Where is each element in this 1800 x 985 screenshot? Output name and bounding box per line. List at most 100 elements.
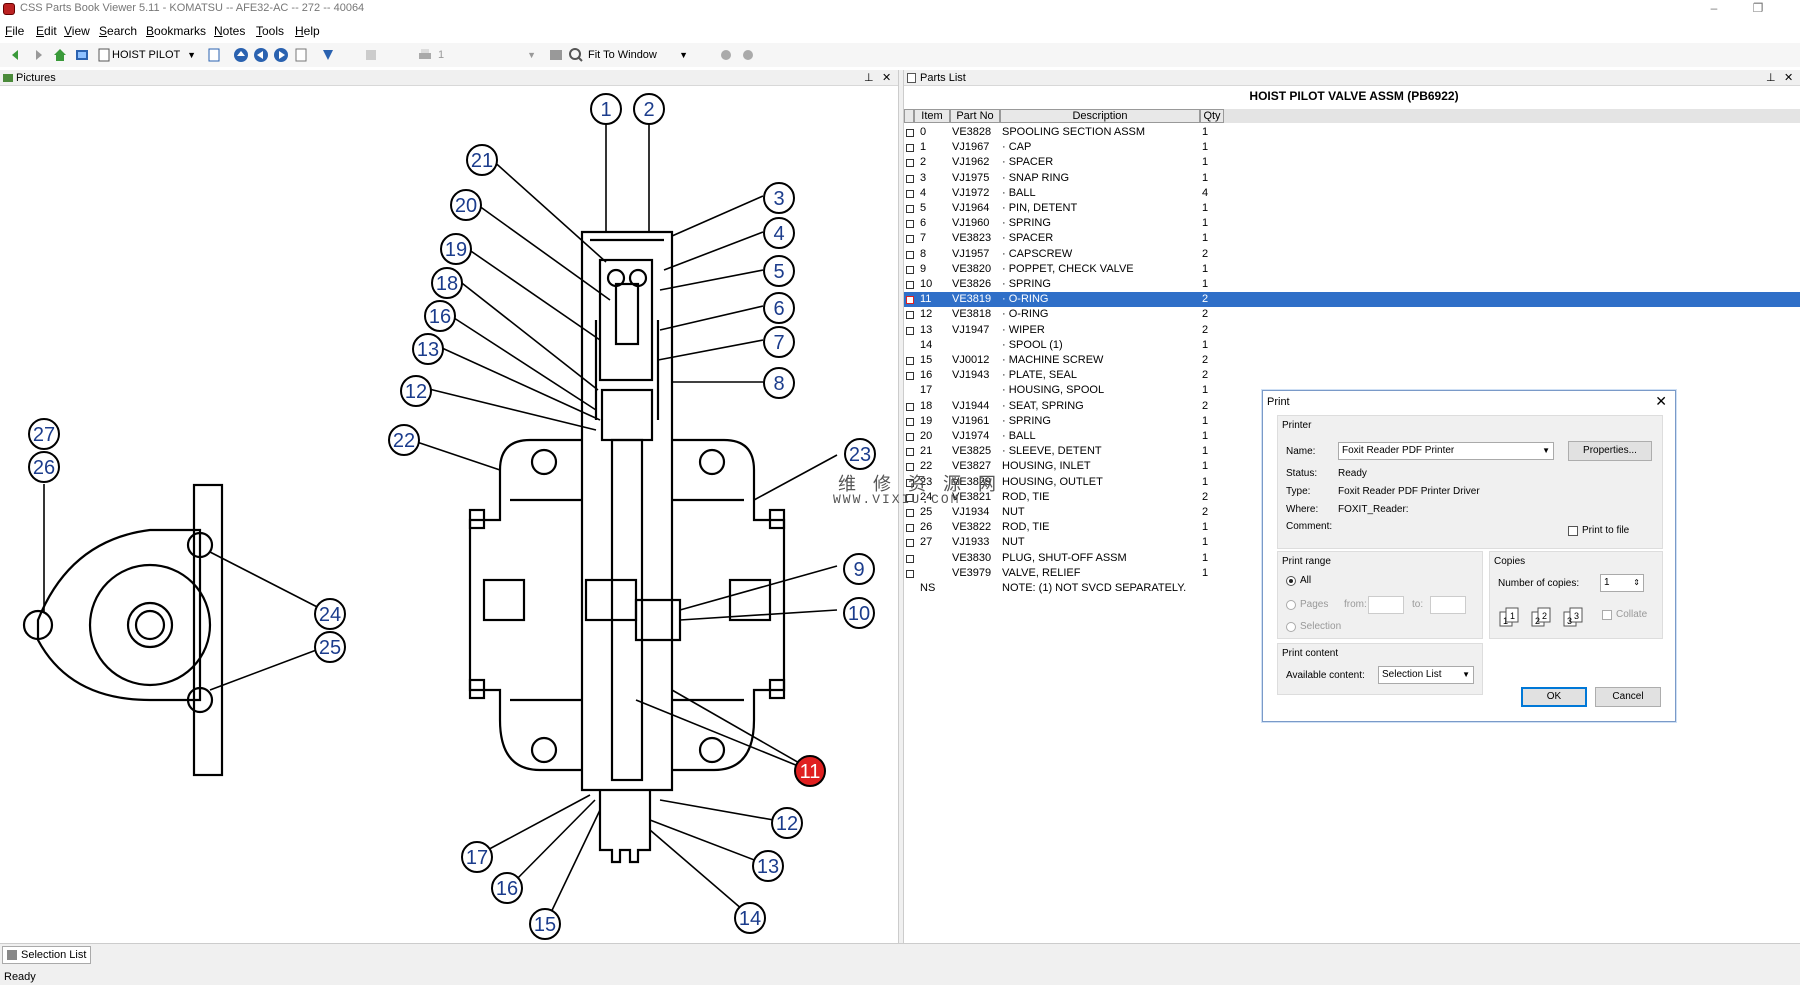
header-qty[interactable]: Qty: [1200, 109, 1224, 123]
header-item[interactable]: Item: [914, 109, 950, 123]
menu-tools[interactable]: Tools: [256, 24, 285, 38]
to-input[interactable]: [1430, 596, 1466, 614]
bookmark-icon[interactable]: [320, 47, 336, 63]
callout-7[interactable]: 7: [763, 326, 795, 358]
callout-6[interactable]: 6: [763, 292, 795, 324]
zoom-fit-icon[interactable]: [568, 47, 584, 63]
header-check-column[interactable]: [904, 109, 914, 123]
callout-2[interactable]: 2: [633, 93, 665, 125]
menu-edit[interactable]: Edit: [36, 24, 57, 38]
home-icon[interactable]: [52, 47, 68, 63]
ok-button[interactable]: OK: [1521, 687, 1587, 707]
print-to-file-checkbox[interactable]: [1568, 526, 1578, 536]
pane-splitter[interactable]: [898, 70, 904, 943]
previous-icon[interactable]: [253, 47, 269, 63]
callout-10[interactable]: 10: [843, 597, 875, 629]
callout-4[interactable]: 4: [763, 217, 795, 249]
row-checkbox[interactable]: [906, 159, 914, 168]
note-icon[interactable]: [363, 47, 379, 63]
row-checkbox[interactable]: [906, 311, 914, 320]
close-icon[interactable]: ✕: [1655, 393, 1667, 409]
row-checkbox[interactable]: [906, 129, 914, 137]
print-icon[interactable]: [417, 47, 433, 63]
row-checkbox[interactable]: [906, 478, 914, 487]
callout-16-upper[interactable]: 16: [424, 300, 456, 332]
row-checkbox[interactable]: [906, 205, 914, 213]
forward-icon[interactable]: [30, 47, 46, 63]
exploded-view-drawing[interactable]: 1 2 3 4 5 6 7 8 9 10 11 12 12 13 13 14 1…: [0, 87, 898, 943]
next-icon[interactable]: [273, 47, 289, 63]
collate-checkbox[interactable]: [1602, 610, 1612, 620]
header-description[interactable]: Description: [1000, 109, 1200, 123]
callout-11-highlighted[interactable]: 11: [794, 755, 826, 787]
row-checkbox[interactable]: [906, 357, 914, 365]
range-selection-radio[interactable]: [1286, 622, 1296, 632]
row-checkbox[interactable]: [906, 417, 914, 426]
callout-17[interactable]: 17: [461, 841, 493, 873]
restore-icon[interactable]: ❐: [1752, 1, 1764, 15]
row-checkbox[interactable]: [906, 509, 914, 517]
menu-file[interactable]: File: [5, 24, 25, 38]
table-row[interactable]: 14· SPOOL (1)1: [904, 338, 1800, 353]
menu-view[interactable]: View: [64, 24, 90, 38]
settings-icon[interactable]: [740, 47, 756, 63]
menu-bookmarks[interactable]: Bookmarks: [146, 24, 207, 38]
row-checkbox[interactable]: [906, 250, 914, 259]
menu-help[interactable]: Help: [295, 24, 320, 38]
row-checkbox[interactable]: [906, 144, 914, 153]
row-checkbox[interactable]: [906, 569, 914, 578]
print-preview-icon[interactable]: [293, 47, 309, 63]
zoom-select[interactable]: Fit To Window▼: [588, 46, 690, 64]
callout-26[interactable]: 26: [28, 451, 60, 483]
menu-search[interactable]: Search: [99, 24, 138, 38]
row-checkbox[interactable]: [906, 372, 914, 381]
range-pages-radio[interactable]: [1286, 600, 1296, 610]
row-checkbox[interactable]: [906, 402, 914, 411]
row-checkbox[interactable]: [906, 220, 914, 229]
row-checkbox[interactable]: [906, 235, 914, 244]
range-all-radio[interactable]: [1286, 576, 1296, 586]
row-checkbox[interactable]: [906, 524, 914, 533]
minimize-icon[interactable]: –: [1710, 1, 1718, 15]
callout-20[interactable]: 20: [450, 189, 482, 221]
callout-22[interactable]: 22: [388, 424, 420, 456]
row-checkbox[interactable]: [906, 539, 914, 548]
callout-13-upper[interactable]: 13: [412, 333, 444, 365]
row-checkbox[interactable]: [906, 493, 914, 502]
available-content-select[interactable]: Selection List▼: [1378, 666, 1474, 684]
callout-14[interactable]: 14: [734, 902, 766, 934]
row-checkbox[interactable]: [906, 281, 914, 289]
row-checkbox[interactable]: [906, 174, 914, 183]
callout-1[interactable]: 1: [590, 93, 622, 125]
row-checkbox[interactable]: [906, 463, 914, 472]
book-select[interactable]: HOIST PILOT▼: [112, 46, 198, 64]
row-checkbox[interactable]: [906, 189, 914, 198]
close-icon[interactable]: ✕: [882, 72, 892, 84]
book-icon[interactable]: [74, 47, 90, 63]
callout-18[interactable]: 18: [431, 267, 463, 299]
copies-spinner[interactable]: 1⇕: [1600, 574, 1644, 592]
callout-9[interactable]: 9: [843, 553, 875, 585]
row-checkbox[interactable]: [906, 326, 914, 335]
callout-25[interactable]: 25: [314, 631, 346, 663]
